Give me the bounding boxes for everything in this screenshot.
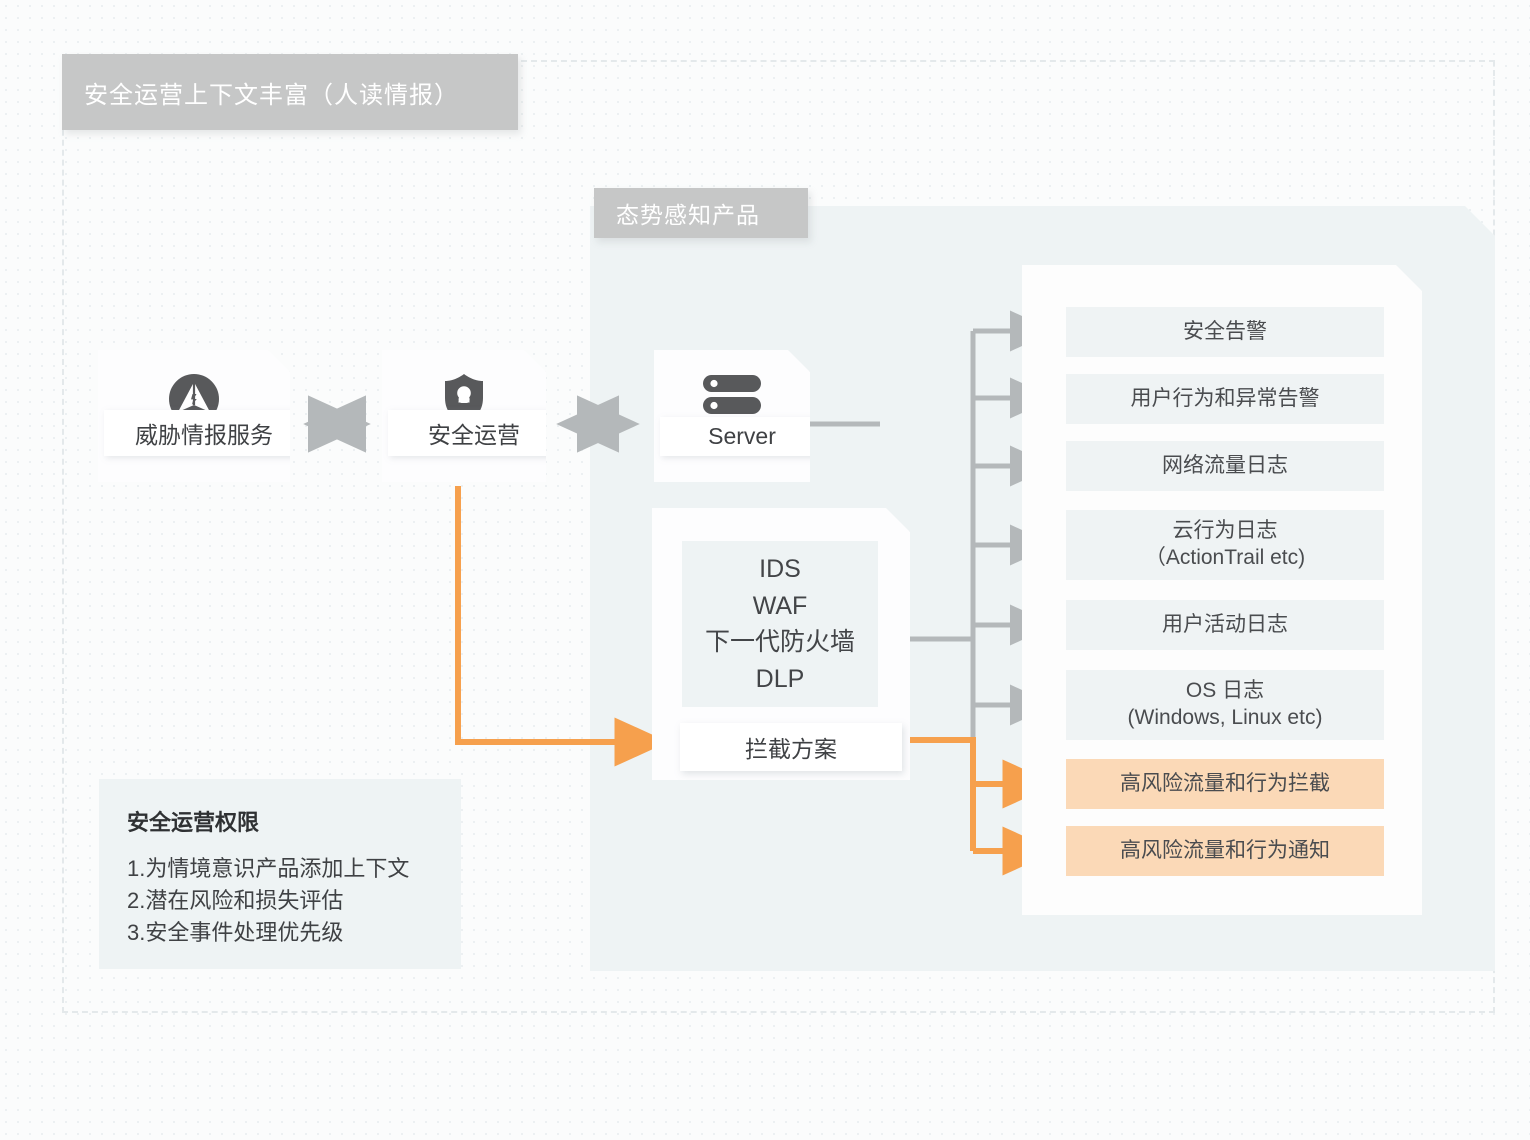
permissions-item: 3.安全事件处理优先级 [127,920,344,946]
device-item: WAF [752,591,808,620]
output-item-os-log[interactable]: OS 日志 (Windows, Linux etc) [1066,670,1384,740]
permissions-title: 安全运营权限 [127,810,260,835]
output-item-security-alert[interactable]: 安全告警 [1066,307,1384,357]
output-item-high-risk-block[interactable]: 高风险流量和行为拦截 [1066,759,1384,809]
node-threat-intelligence[interactable]: 威胁情报服务 [98,350,290,482]
permissions-item: 2.潜在风险和损失评估 [127,888,344,914]
node-security-devices[interactable]: IDS WAF 下一代防火墙 DLP 拦截方案 [652,508,910,780]
node-server[interactable]: Server [654,350,810,482]
permissions-item: 1.为情境意识产品添加上下文 [127,856,410,881]
output-item-cloud-behavior-log[interactable]: 云行为日志 （ActionTrail etc) [1066,510,1384,580]
node-server-label: Server [660,417,824,456]
device-item: DLP [755,664,805,693]
output-item-network-traffic-log[interactable]: 网络流量日志 [1066,441,1384,491]
blocking-plan-button[interactable]: 拦截方案 [680,723,902,771]
page-title-banner: 安全运营上下文丰富（人读情报） [62,54,518,130]
situational-awareness-banner: 态势感知产品 [594,188,808,238]
node-threat-intelligence-label: 威胁情报服务 [104,410,304,456]
node-security-operations-label: 安全运营 [388,410,560,456]
output-list-panel: 安全告警 用户行为和异常告警 网络流量日志 云行为日志 （ActionTrail… [1022,265,1422,915]
node-security-operations[interactable]: 安全运营 [382,350,546,482]
permissions-list: 1.为情境意识产品添加上下文 2.潜在风险和损失评估 3.安全事件处理优先级 [127,853,433,949]
server-icon [654,372,810,418]
security-devices-list: IDS WAF 下一代防火墙 DLP [682,541,878,707]
output-item-user-activity-log[interactable]: 用户活动日志 [1066,600,1384,650]
output-item-user-behavior-alert[interactable]: 用户行为和异常告警 [1066,374,1384,424]
security-operations-permissions-box: 安全运营权限 1.为情境意识产品添加上下文 2.潜在风险和损失评估 3.安全事件… [99,779,461,969]
device-item: IDS [759,555,801,583]
output-item-high-risk-notify[interactable]: 高风险流量和行为通知 [1066,826,1384,876]
device-item: 下一代防火墙 [704,628,855,656]
